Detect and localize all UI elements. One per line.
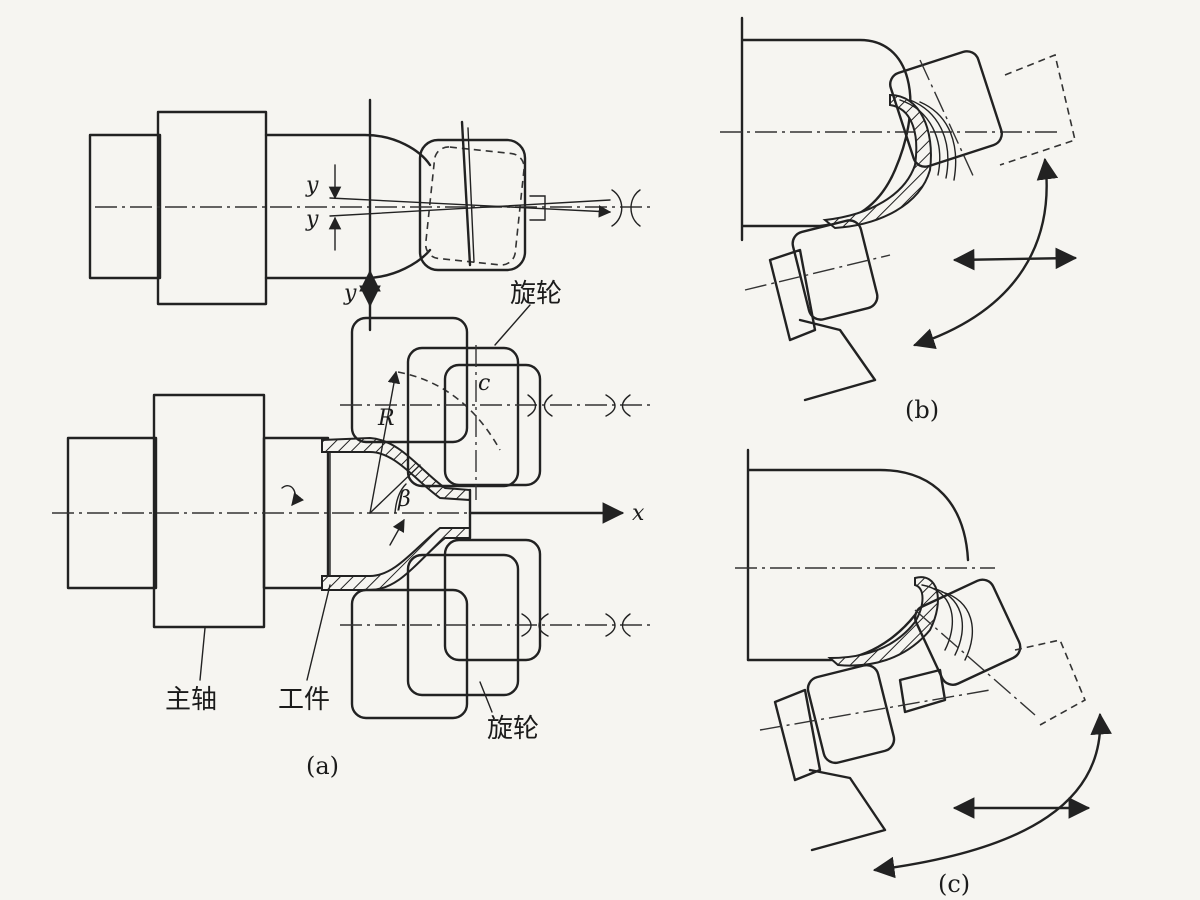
leader-workpiece	[306, 584, 331, 681]
b-swing-arrow	[912, 157, 1059, 350]
top-view: y y	[88, 110, 650, 306]
leader-roller-bottom	[479, 681, 493, 713]
c-arm-lower	[773, 688, 887, 852]
panel-b: (b)	[720, 16, 1078, 424]
label-axis-y: y	[343, 281, 357, 306]
angle-ray	[369, 464, 421, 514]
b-formed-wall	[822, 93, 932, 230]
front-roller-bottom-symbol	[521, 613, 631, 637]
label-offset-y-bottom: y	[305, 207, 319, 232]
caption-a: (a)	[306, 752, 339, 780]
front-roller-bottom-back	[350, 588, 469, 720]
caption-b: (b)	[905, 396, 939, 424]
label-radius: R	[377, 406, 395, 431]
angle-arc	[394, 483, 407, 514]
leader-roller-top	[494, 304, 531, 346]
workpiece-wall-top	[321, 436, 471, 502]
rotation-arrow	[281, 485, 304, 506]
front-roller-top-front	[443, 363, 542, 487]
label-roller-bottom: 旋轮	[487, 714, 539, 744]
b-feed-arrow	[952, 247, 1078, 271]
c-formed-wall	[827, 576, 939, 667]
workpiece-wall-bottom	[321, 527, 471, 591]
front-view: x R β c	[52, 279, 650, 744]
c-mandrel	[746, 448, 970, 662]
b-arm-lower-axis	[744, 254, 891, 291]
label-offset-y-top: y	[305, 173, 319, 198]
label-roller-top: 旋轮	[510, 279, 562, 309]
front-roller-top-symbol	[527, 394, 631, 417]
top-feed-line-2	[329, 199, 611, 217]
label-workpiece: 工件	[278, 685, 330, 715]
front-roller-bottom-front	[443, 538, 542, 662]
c-arm-lower-axis	[759, 689, 991, 731]
c-roller-upper	[913, 578, 1022, 686]
top-spindle-collar	[156, 110, 268, 306]
label-spindle: 主轴	[165, 685, 217, 715]
angle-pointer	[389, 518, 405, 546]
b-roller-lower	[791, 219, 879, 321]
c-arm-mid	[898, 668, 947, 714]
label-angle: β	[397, 487, 411, 512]
label-center-c: c	[478, 371, 490, 396]
top-mid-symbol	[529, 195, 546, 221]
panel-c: (c)	[735, 448, 1112, 898]
panel-a: y y y x R β	[52, 98, 650, 780]
top-roller-symbol	[611, 189, 641, 227]
top-feed-line-1	[329, 197, 612, 218]
b-arm-lower	[768, 248, 877, 402]
b-arm-upper	[999, 53, 1076, 166]
c-swing-arrow	[872, 712, 1112, 879]
c-roller-lower	[806, 663, 896, 765]
caption-c: (c)	[938, 870, 970, 898]
b-roller-upper	[889, 50, 1003, 168]
front-roller-top-back	[350, 316, 469, 444]
c-arm-upper	[1014, 639, 1087, 726]
radius-arc	[397, 371, 501, 451]
c-arm-upper-axis	[914, 609, 1036, 716]
front-roller-top	[406, 346, 520, 488]
top-roller-disk-edge	[460, 120, 472, 267]
spindle-collar	[152, 393, 266, 629]
top-roller-disk-edge-2	[467, 127, 475, 263]
leader-spindle	[199, 627, 206, 681]
label-axis-x: x	[632, 501, 645, 526]
c-formed-layers	[921, 584, 974, 661]
